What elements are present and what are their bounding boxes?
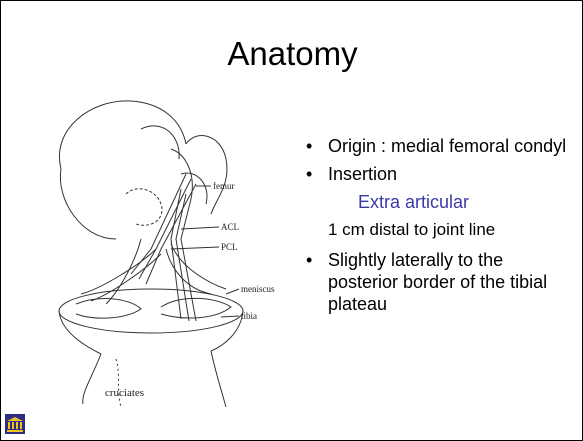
label-femur: femur xyxy=(213,181,235,191)
extra-articular-text: Extra articular xyxy=(358,191,576,213)
bullet-origin-text: Origin : medial femoral condyl xyxy=(328,136,566,156)
bullet-lateral: • Slightly laterally to the posterior bo… xyxy=(306,249,576,315)
bullet-lateral-text: Slightly laterally to the posterior bord… xyxy=(328,250,547,314)
label-tibia: tibia xyxy=(241,311,257,321)
bullet-glyph: • xyxy=(306,135,312,157)
label-meniscus: meniscus xyxy=(241,284,275,294)
bullet-glyph: • xyxy=(306,249,312,271)
knee-cruciates-illustration: femur ACL PCL meniscus tibia cruciates xyxy=(21,89,276,414)
bullet-glyph: • xyxy=(306,163,312,185)
figure-caption: cruciates xyxy=(105,387,144,399)
bullet-origin: • Origin : medial femoral condyl xyxy=(306,135,576,157)
bullet-insertion-text: Insertion xyxy=(328,164,397,184)
label-pcl: PCL xyxy=(221,242,238,252)
bullet-list: • Origin : medial femoral condyl • Inser… xyxy=(306,135,576,321)
university-icon xyxy=(5,414,25,434)
knee-drawing xyxy=(21,89,276,414)
distal-text: 1 cm distal to joint line xyxy=(328,219,576,241)
femur-outline xyxy=(59,101,186,169)
slide-title: Anatomy xyxy=(1,35,583,73)
bullet-insertion: • Insertion xyxy=(306,163,576,185)
label-acl: ACL xyxy=(221,222,239,232)
